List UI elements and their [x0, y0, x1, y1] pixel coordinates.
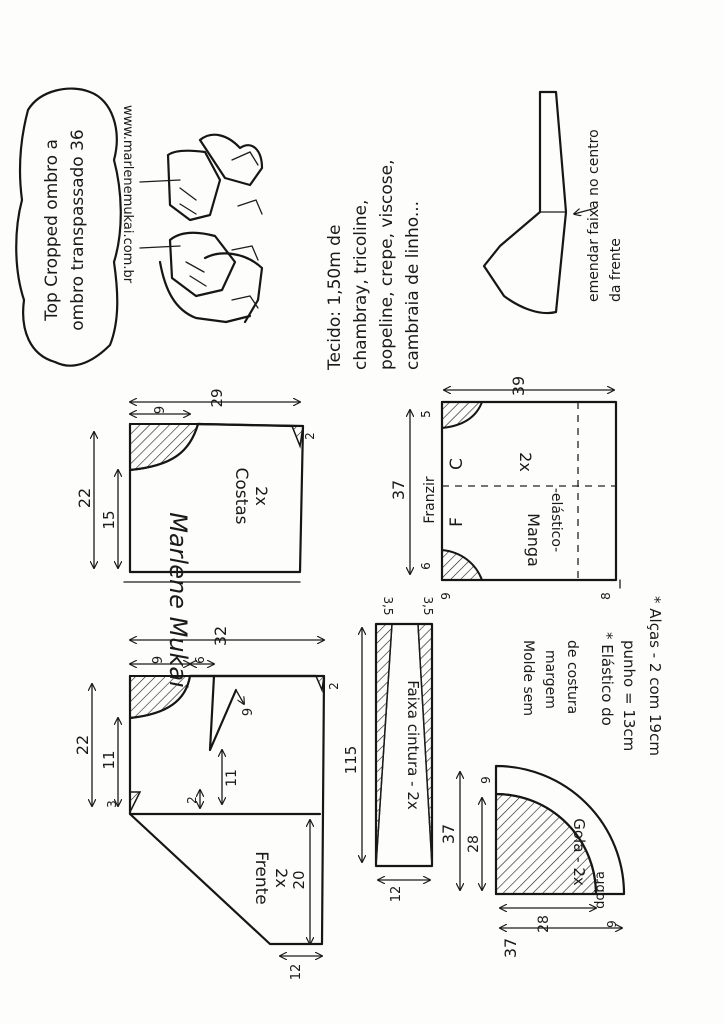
costas-dim-side: 2: [303, 432, 317, 440]
costas-qty: 2x: [252, 486, 271, 506]
faixa-dim-end-2: 3,5: [421, 596, 435, 615]
note-elastic-line-2: punho = 13cm: [620, 640, 638, 751]
manga-dim-hem: 8: [599, 592, 613, 600]
manga-mark-f: F: [447, 517, 467, 527]
fabric-line-1: Tecido: 1,50m de: [325, 225, 345, 371]
frente-qty: 2x: [272, 868, 291, 888]
manga-dim-cap-bottom: 6: [419, 562, 433, 570]
costas-piece: [94, 402, 305, 583]
gola-dim-band: 9: [479, 776, 493, 784]
frente-dim-corner: 3: [105, 800, 119, 808]
title-cloud: [15, 87, 122, 367]
manga-gather: Franzir: [422, 476, 438, 523]
strap-note-line-2: da frente: [608, 238, 624, 302]
faixa-piece: [362, 622, 434, 880]
frente-dim-dart-tip: 9: [241, 708, 256, 716]
costas-dim-length: 29: [208, 388, 226, 407]
note-mold-line-2: margem: [542, 650, 558, 709]
fabric-line-3: popeline, crepe, viscose,: [377, 159, 397, 370]
manga-mark-c: C: [447, 458, 467, 470]
manga-dim-length: 39: [509, 376, 528, 396]
title-line-1: Top Cropped ombro a: [42, 139, 62, 322]
manga-dim-cap-top: 5: [419, 410, 433, 418]
gola-dim-inner-b: 28: [536, 915, 552, 933]
costas-dim-top: 9: [153, 406, 168, 414]
notes-block: Molde sem margem de costura * Elástico d…: [520, 596, 664, 756]
note-straps: * Alças - 2 com 19cm: [646, 596, 664, 756]
top-sketch-illustration: [139, 133, 264, 324]
strap-note: emendar faixa no centro da frente: [586, 129, 624, 302]
costas-dim-armhole: 15: [100, 510, 118, 529]
gola-dim-band-b: 9: [605, 920, 619, 928]
note-mold-line-3: de costura: [564, 640, 580, 714]
fabric-line-4: cambraia de linho...: [403, 201, 423, 370]
faixa-dim-length: 115: [342, 746, 360, 775]
frente-dim-width: 22: [73, 735, 92, 755]
frente-dim-dart-len: 11: [224, 769, 240, 787]
frente-dim-hem: 20: [290, 870, 308, 889]
frente-dim-length: 32: [211, 626, 230, 646]
manga-dim-base: 9: [439, 592, 453, 600]
frente-dim-dart-w: 2: [185, 796, 199, 804]
gola-name: Gola - 2x: [570, 818, 588, 886]
note-mold-line-1: Molde sem: [520, 640, 536, 716]
frente-dim-side: 2: [327, 682, 341, 690]
manga-piece: [410, 390, 621, 589]
gola-dim-outer: 37: [439, 824, 458, 844]
strap-note-line-1: emendar faixa no centro: [586, 129, 602, 302]
frente-piece: [92, 640, 326, 956]
strap-sketch: [482, 90, 597, 315]
website-block: www.marlenemukai.com.br: [120, 105, 135, 284]
frente-dim-neck: 11: [100, 750, 118, 769]
manga-qty: 2x: [516, 452, 535, 472]
faixa-dim-width: 12: [389, 886, 404, 903]
costas-dim-width: 22: [75, 488, 94, 508]
costas-name: Costas: [231, 467, 251, 524]
fabric-line-2: chambray, tricoline,: [351, 200, 371, 370]
manga-dim-width: 37: [389, 480, 408, 500]
manga-name: Manga: [524, 513, 543, 567]
fabric-block: Tecido: 1,50m de chambray, tricoline, po…: [325, 159, 423, 371]
title-line-2: ombro transpassado 36: [68, 129, 88, 330]
signature: Marlene Mukai: [164, 512, 192, 688]
faixa-name: Faixa cintura - 2x: [404, 680, 422, 810]
note-elastic-line-1: * Elástico do: [598, 632, 616, 726]
gola-piece: [460, 764, 626, 928]
frente-dim-shoulder: 6: [193, 656, 207, 664]
gola-dim-outer-b: 37: [501, 938, 520, 958]
faixa-dim-end-1: 3,5: [381, 596, 395, 615]
website-label: www.marlenemukai.com.br: [120, 105, 135, 284]
frente-dim-top: 9: [151, 656, 166, 664]
frente-dim-bottom: 12: [289, 964, 304, 981]
title-block: Top Cropped ombro a ombro transpassado 3…: [42, 129, 88, 330]
gola-fold: dobra: [593, 871, 608, 909]
gola-dim-inner: 28: [466, 835, 482, 853]
frente-name: Frente: [251, 851, 271, 905]
manga-elastic: -elástico-: [548, 488, 564, 552]
